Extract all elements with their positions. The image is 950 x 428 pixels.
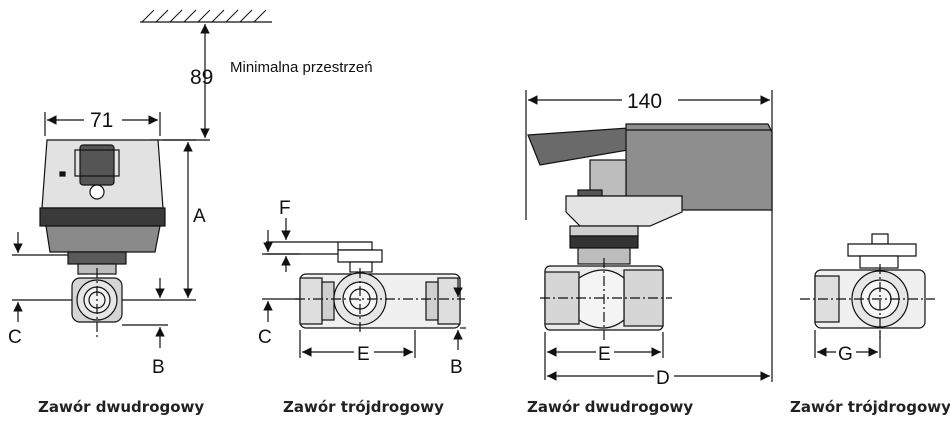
caption-three-way-side: Zawór trójdrogowy bbox=[790, 398, 950, 416]
valve-stem-top bbox=[337, 241, 373, 251]
dim-E-label: E bbox=[357, 344, 370, 365]
valve-bonnet bbox=[847, 243, 917, 257]
actuator-knob bbox=[89, 184, 105, 200]
actuator-base bbox=[39, 207, 166, 227]
valve-ball-housing bbox=[578, 269, 625, 329]
ceiling-hatch bbox=[141, 9, 267, 23]
caption-three-way: Zawór trójdrogowy bbox=[283, 398, 444, 416]
actuator-frame bbox=[74, 149, 120, 177]
dim-G-label: G bbox=[838, 344, 853, 365]
view-two-way-actuator bbox=[525, 90, 773, 382]
actuator-cover bbox=[79, 144, 115, 186]
dim-C-label-2: C bbox=[258, 327, 272, 348]
dim-C-label: C bbox=[8, 327, 22, 348]
valve-stem-top bbox=[871, 233, 889, 245]
port-right-nut bbox=[437, 277, 461, 325]
view-two-way-side bbox=[12, 9, 272, 348]
valve-bonnet bbox=[337, 249, 383, 263]
dim-E-label-2: E bbox=[598, 344, 611, 365]
dim-71-label: 71 bbox=[90, 109, 113, 132]
valve-neck bbox=[349, 261, 373, 273]
port-left-nut bbox=[299, 277, 323, 325]
dim-B-label: B bbox=[152, 357, 165, 378]
clearance-note: Minimalna przestrzeń bbox=[230, 59, 373, 76]
coupling-screw bbox=[577, 189, 603, 197]
port-right-thread bbox=[425, 281, 439, 321]
valve-neck bbox=[859, 255, 899, 269]
valve-neck bbox=[569, 235, 639, 249]
port-left-thread bbox=[321, 281, 335, 321]
dim-89-label: 89 bbox=[190, 66, 213, 89]
actuator-led bbox=[59, 171, 66, 177]
bracket-plate bbox=[569, 225, 639, 237]
view-three-way-side bbox=[800, 233, 935, 358]
adapter-block bbox=[45, 225, 161, 253]
dim-D-label: D bbox=[656, 368, 670, 389]
caption-two-way: Zawór dwudrogowy bbox=[38, 398, 205, 416]
mounting-bracket bbox=[565, 195, 683, 227]
caption-two-way-actuator: Zawór dwudrogowy bbox=[527, 398, 694, 416]
dim-A-label: A bbox=[193, 206, 206, 227]
view-three-way-front bbox=[262, 218, 466, 358]
dim-B-label-2: B bbox=[450, 357, 463, 378]
dim-140-label: 140 bbox=[627, 90, 662, 113]
valve-neck bbox=[67, 251, 127, 265]
dim-F-label: F bbox=[279, 198, 291, 219]
